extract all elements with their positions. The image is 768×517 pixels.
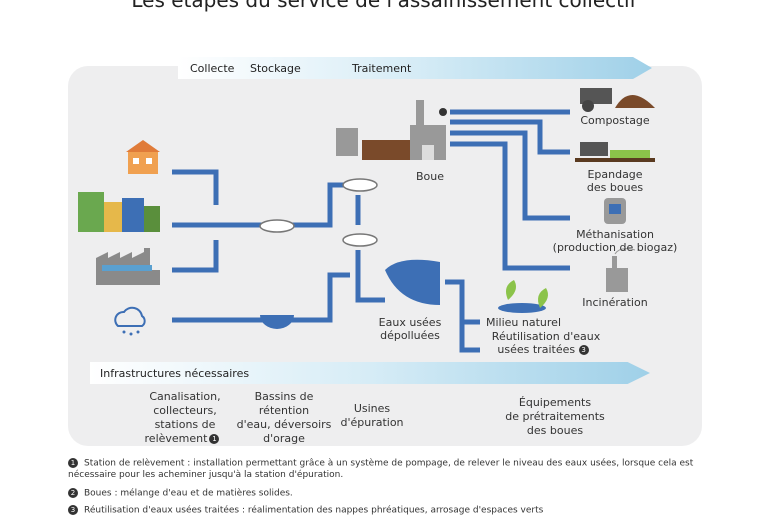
label-compostage: Compostage [580,114,650,127]
infra-line: collecteurs, [153,404,217,417]
pipe [172,169,219,205]
compost-tractor-icon [580,88,655,112]
pipe [172,182,350,228]
footnote-text: Station de relèvement : installation per… [68,458,694,480]
label-line: dépolluées [380,329,440,342]
footnote-text: Boues : mélange d'eau et de matières sol… [84,488,293,499]
pipe [172,272,350,323]
label-line: Epandage [587,168,643,181]
stage-stockage: Stockage [250,62,301,75]
infra-line: rétention [258,404,310,417]
sludge-plant-icon [336,100,446,160]
stage-collecte: Collecte [190,62,235,75]
incinerator-icon [606,248,636,292]
infrastructures-heading: Infrastructures nécessaires [100,367,250,380]
infra-text: relèvement [144,432,208,445]
natural-environment-icon [498,280,548,313]
infra-line: Canalisation, [149,390,221,403]
stages-band [178,57,652,79]
biogas-tank-icon [604,198,626,224]
infra-line: Bassins de [254,390,314,403]
clean-water-tank [385,259,440,305]
pipe [450,119,570,155]
treatment-tank [342,178,378,192]
pipe [445,279,480,353]
label-methanisation: Méthanisation(production de biogaz) [550,228,680,254]
pipe [450,141,570,271]
label-incineration: Incinération [582,296,648,309]
pipe [450,130,570,221]
label-line: des boues [586,181,644,194]
infra-line: Équipements [518,396,592,409]
infra-line: d'eau, déversoirs [236,418,332,431]
rain-cloud-icon [114,306,146,336]
footnote-marker-2 [439,108,447,116]
footnote-number: 3 [68,505,78,515]
pipe [355,250,385,303]
label-milieu-naturel: Milieu naturel [486,316,561,329]
diagram-title: Les étapes du service de l'assainissemen… [131,0,637,12]
footnote-text: Réutilisation d'eaux usées traitées : ré… [84,505,544,516]
tanks [259,178,378,247]
infra-line: stations de [154,418,216,431]
pipes [172,109,570,353]
house-icon [126,140,160,174]
label-line: Méthanisation [576,228,654,241]
infra-line: d'orage [263,432,305,445]
buildings-icon [78,192,160,232]
footnote-2: 2 Boues : mélange d'eau et de matières so… [68,488,728,500]
storage-basin [260,315,294,329]
factory-icon [96,248,160,285]
label-line: usées traitées 3 [486,343,606,356]
infra-line: Usines [353,402,391,415]
infra-line: de prétraitements [505,410,605,423]
footnote-number: 2 [68,488,78,498]
label-line: Eaux usées [378,316,442,329]
label-boue: Boue [416,170,445,183]
infra-line: des boues [526,424,584,437]
infrastructures-band [90,362,650,384]
treatment-tank [342,233,378,247]
label-line: (production de biogaz) [552,241,678,254]
footnote-marker-3: 3 [578,345,589,355]
footnote-marker-1: 1 [209,434,220,444]
footnote-3: 3 Réutilisation d'eaux usées traitées : r… [68,505,728,517]
infra-line: d'épuration [340,416,404,429]
label-line: Réutilisation d'eaux [491,330,601,343]
stage-traitement: Traitement [352,62,412,75]
pipe [172,240,219,273]
retention-tank [259,219,295,233]
spreading-tractor-icon [575,142,655,162]
footnote-number: 1 [68,458,78,468]
label-text: usées traitées [497,343,576,356]
